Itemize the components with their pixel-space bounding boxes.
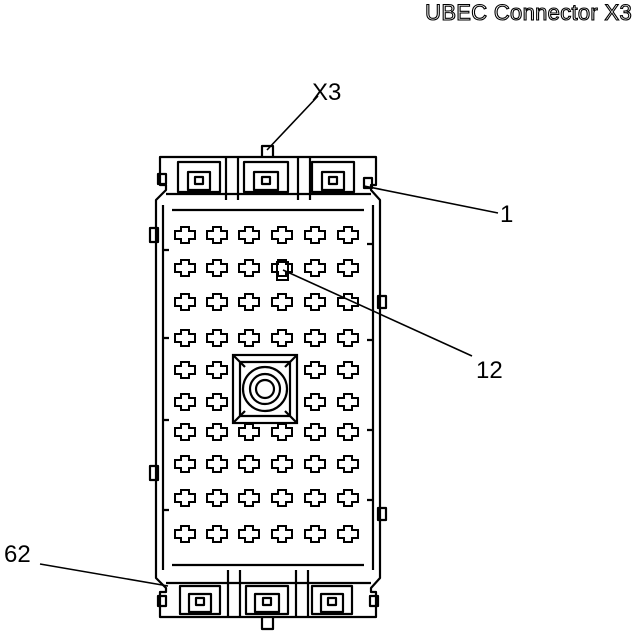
side-notches bbox=[163, 242, 373, 512]
pin-cavity bbox=[271, 329, 293, 347]
center-boss bbox=[231, 353, 299, 425]
top-latch-center bbox=[242, 160, 290, 194]
pin-cavity bbox=[174, 423, 196, 441]
pin-cavity bbox=[271, 489, 293, 507]
pin-cavity bbox=[238, 226, 260, 244]
callout-pin-12: 12 bbox=[476, 357, 503, 384]
corner-tab-br bbox=[368, 594, 380, 608]
side-tab-right-2 bbox=[376, 506, 388, 522]
pin-cavity bbox=[238, 293, 260, 311]
side-tab-left-1 bbox=[148, 226, 160, 244]
pin-cavity bbox=[174, 525, 196, 543]
pin-cavity bbox=[271, 525, 293, 543]
pin-cavity bbox=[337, 423, 359, 441]
pin-cavity bbox=[304, 393, 326, 411]
pin-cavity bbox=[337, 393, 359, 411]
pin-cavity bbox=[337, 329, 359, 347]
pin-cavity bbox=[337, 259, 359, 277]
pin-cavity bbox=[174, 361, 196, 379]
pin-cavity bbox=[174, 226, 196, 244]
pin-cavity bbox=[304, 259, 326, 277]
side-tab-left-2 bbox=[148, 464, 160, 482]
bottom-key-tab bbox=[260, 617, 275, 631]
leader-1 bbox=[363, 185, 499, 214]
pin-cavity bbox=[304, 489, 326, 507]
pin-cavity bbox=[271, 423, 293, 441]
pin-cavity bbox=[174, 489, 196, 507]
top-key-tab bbox=[260, 144, 275, 157]
pin-cavity bbox=[271, 226, 293, 244]
pin-cavity bbox=[304, 525, 326, 543]
pin-cavity bbox=[304, 329, 326, 347]
pin-cavity bbox=[206, 259, 228, 277]
pin-cavity bbox=[238, 489, 260, 507]
pin-cavity bbox=[337, 361, 359, 379]
pin-cavity bbox=[206, 293, 228, 311]
pin-cavity bbox=[238, 455, 260, 473]
bottom-separators bbox=[226, 570, 310, 617]
pin-cavity bbox=[337, 293, 359, 311]
callout-pin-1: 1 bbox=[500, 201, 513, 228]
pin-cavity bbox=[174, 329, 196, 347]
leader-62 bbox=[39, 563, 169, 587]
pin-marker-12 bbox=[276, 261, 289, 281]
pin-cavity bbox=[238, 259, 260, 277]
bottom-latch-center bbox=[244, 584, 290, 616]
pin-cavity bbox=[304, 455, 326, 473]
pin-cavity bbox=[174, 455, 196, 473]
pin-cavity bbox=[206, 329, 228, 347]
corner-tab-bl bbox=[156, 594, 168, 608]
leader-12 bbox=[282, 269, 473, 357]
pin-cavity bbox=[174, 293, 196, 311]
pin-cavity bbox=[206, 361, 228, 379]
top-latch-right bbox=[310, 160, 356, 194]
pin-cavity bbox=[206, 525, 228, 543]
pin-cavity bbox=[238, 423, 260, 441]
pin-cavity bbox=[271, 293, 293, 311]
pin-cavity bbox=[337, 455, 359, 473]
callout-x3: X3 bbox=[312, 79, 341, 106]
pin-cavity bbox=[304, 293, 326, 311]
pin-cavity bbox=[271, 455, 293, 473]
bottom-latch-left bbox=[178, 584, 222, 616]
side-tab-right-1 bbox=[376, 294, 388, 310]
pin-cavity bbox=[304, 361, 326, 379]
pin-cavity bbox=[337, 489, 359, 507]
pin-cavity bbox=[304, 226, 326, 244]
pin-cavity bbox=[206, 489, 228, 507]
pin-cavity bbox=[238, 329, 260, 347]
bottom-latch-right bbox=[310, 584, 354, 616]
pin-cavity bbox=[337, 525, 359, 543]
callout-pin-62: 62 bbox=[4, 541, 31, 568]
pin-cavity bbox=[206, 226, 228, 244]
pin-cavity bbox=[206, 423, 228, 441]
pin-cavity-grid bbox=[174, 226, 359, 543]
pin-cavity bbox=[174, 393, 196, 411]
top-separators bbox=[224, 157, 312, 200]
pin-cavity bbox=[304, 423, 326, 441]
page-title: UBEC Connector X3 bbox=[425, 0, 633, 26]
corner-tab-tl bbox=[156, 172, 168, 186]
pin-cavity bbox=[238, 525, 260, 543]
leader-x3 bbox=[266, 95, 319, 151]
corner-tab-tr bbox=[362, 176, 374, 190]
pin-cavity bbox=[206, 393, 228, 411]
pin-cavity bbox=[337, 226, 359, 244]
pin-cavity bbox=[206, 455, 228, 473]
pin-cavity bbox=[174, 259, 196, 277]
top-latch-left bbox=[176, 160, 222, 194]
